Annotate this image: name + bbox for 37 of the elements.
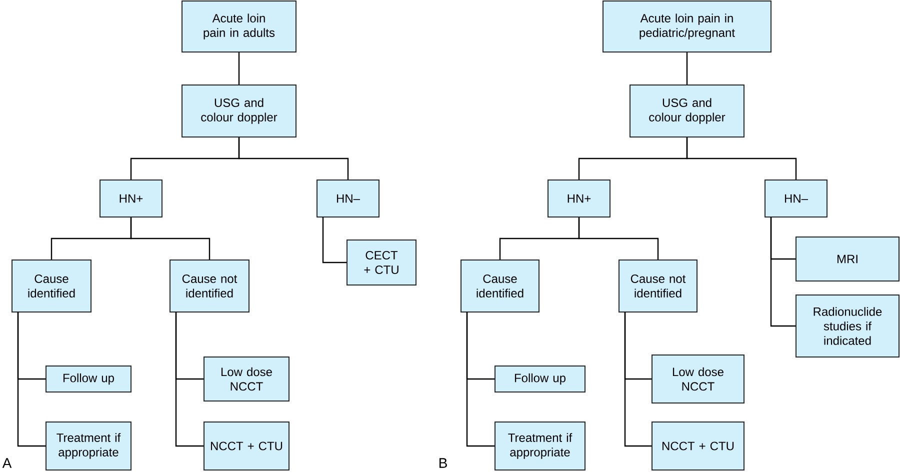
process-box: Treatment if appropriate xyxy=(494,422,586,470)
connector-line xyxy=(322,217,346,264)
connector-line xyxy=(624,312,652,447)
panel-label: B xyxy=(439,458,447,468)
process-box: NCCT + CTU xyxy=(204,422,290,470)
connector-line xyxy=(238,52,240,84)
process-box: Treatment if appropriate xyxy=(46,422,132,470)
process-box: HN+ xyxy=(548,180,610,218)
process-box: Cause not identified xyxy=(170,260,250,312)
connector-line xyxy=(770,217,796,327)
process-box: Acute loin pain in adults xyxy=(182,0,296,52)
process-box: Cause identified xyxy=(12,260,92,312)
connector-line xyxy=(175,312,204,447)
process-box: Low dose NCCT xyxy=(652,354,744,404)
process-box: Acute loin pain in pediatric/pregnant xyxy=(602,0,772,52)
connector-line xyxy=(686,52,688,84)
connector-line xyxy=(238,138,349,180)
process-box: USG and colour doppler xyxy=(182,84,296,138)
connector-line xyxy=(466,312,494,447)
process-box: MRI xyxy=(796,236,900,282)
process-box: Follow up xyxy=(494,366,586,392)
connector-line xyxy=(686,138,797,180)
connector-line xyxy=(130,218,210,260)
process-box: HN– xyxy=(764,180,828,218)
process-box: Follow up xyxy=(46,366,132,392)
panel-label: A xyxy=(2,458,12,468)
process-box: Cause not identified xyxy=(618,260,698,312)
process-box: Low dose NCCT xyxy=(204,356,290,402)
connector-line xyxy=(578,218,659,260)
process-box: Radionuclide studies if indicated xyxy=(796,294,900,358)
process-box: HN+ xyxy=(100,180,162,218)
connector-line xyxy=(17,312,46,447)
process-box: USG and colour doppler xyxy=(630,84,744,138)
process-box: NCCT + CTU xyxy=(652,422,744,470)
process-box: Cause identified xyxy=(460,260,540,312)
process-box: CECT + CTU xyxy=(346,240,416,286)
process-box: HN– xyxy=(316,180,380,218)
